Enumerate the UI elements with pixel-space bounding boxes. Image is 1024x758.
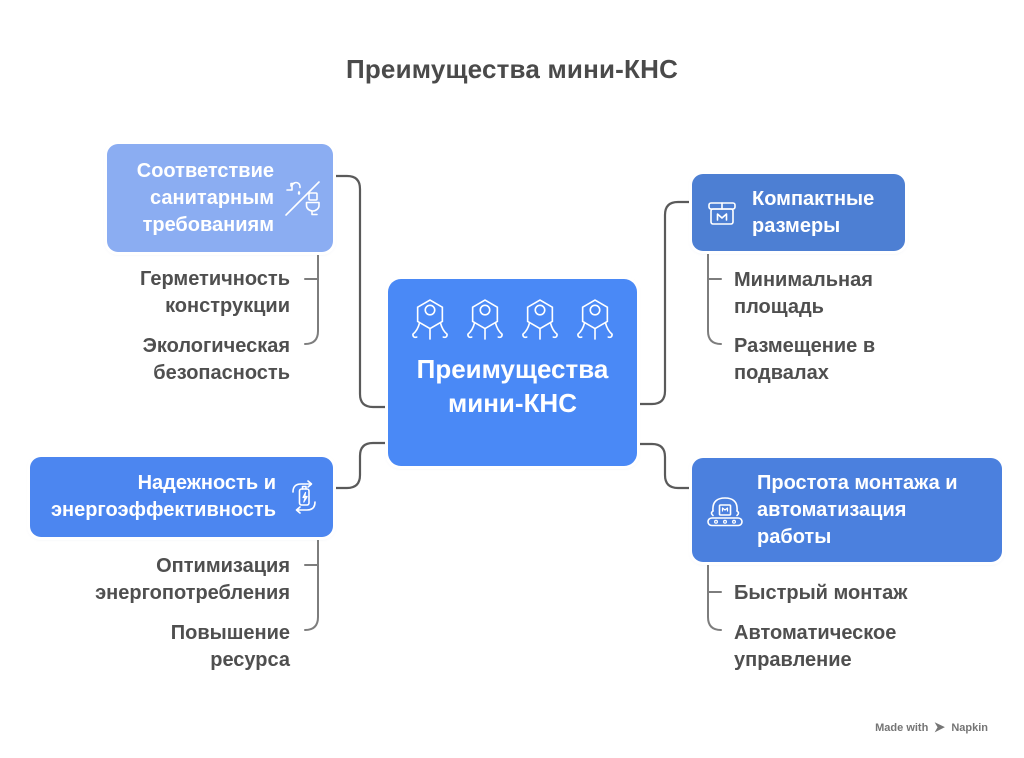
package-box-icon [705,196,739,230]
sub-item-label: Размещение в подвалах [734,335,876,384]
sub-item-label: Оптимизация энергопотребления [95,555,290,604]
hexagon-bot-icon [577,299,613,340]
sub-connectors [304,251,722,631]
napkin-logo-icon [934,722,946,733]
sub-item-label: Автоматическое управление [734,622,897,671]
conveyor-gripper-icon [705,490,745,530]
page-title: Преимущества мини-КНС [345,54,679,84]
node-compact-size: Компактные размеры [692,174,905,251]
branch-title: Простота монтажа и автоматизация работы [757,471,958,548]
node-sanitary-compliance: Соответствие санитарным требованиям [107,144,333,252]
sub-item-label: Экологическая безопасность [142,335,290,384]
watermark-made-with-text: Made with [875,721,929,734]
hexagon-bots-grid-icon [411,297,614,343]
branch-title: Компактные размеры [752,187,875,237]
sub-item-label: Быстрый монтаж [734,582,908,604]
faucet-toilet-sanitary-icon [283,177,323,219]
branch-title: Соответствие санитарным требованиям [136,159,274,236]
sub-item-label: Минимальная площадь [734,269,873,318]
sub-item-label: Герметичность конструкции [140,268,290,317]
node-easy-installation: Простота монтажа и автоматизация работы [692,458,1002,562]
hexagon-bot-icon [467,299,503,340]
node-reliability-efficiency: Надежность и энергоэффективность [30,457,333,537]
watermark-brand-text: Napkin [951,721,988,734]
branch-title: Надежность и энергоэффективность [50,472,276,521]
sub-item-label: Повышение ресурса [170,622,290,671]
central-node-label: Преимущества мини-КНС [416,354,609,418]
node-central-advantages: Преимущества мини-КНС [388,279,637,466]
main-connectors [331,174,695,490]
hexagon-bot-icon [522,299,558,340]
napkin-watermark: Made with Napkin [875,721,988,734]
hexagon-bot-icon [412,299,448,340]
battery-recycle-icon [286,478,322,516]
